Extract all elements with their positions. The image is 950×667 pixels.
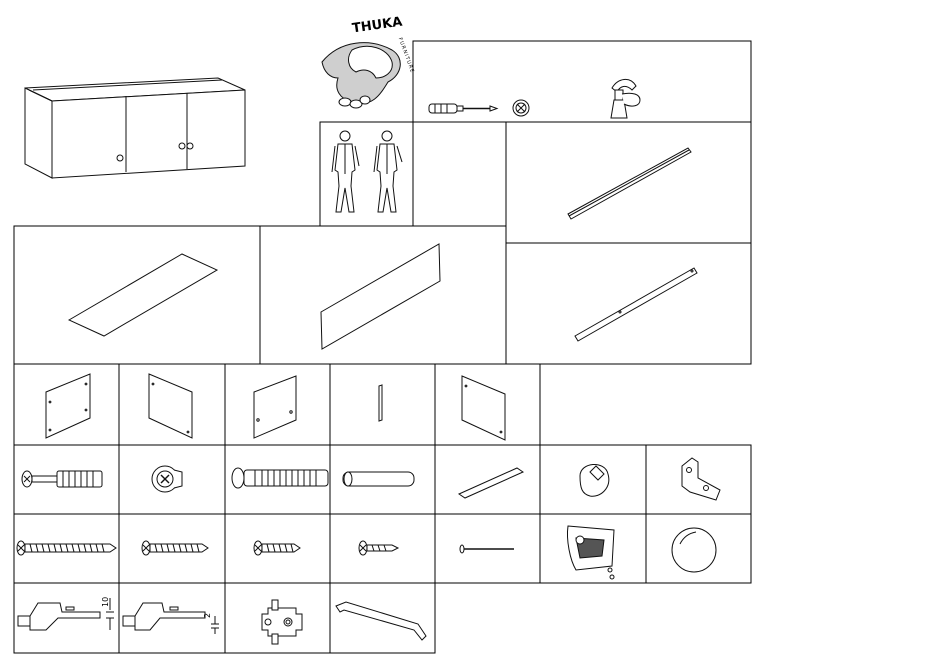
connector-bolt-icon	[232, 468, 328, 488]
hinge-arm-a-icon: 10	[18, 597, 114, 630]
long-screw-icon	[17, 541, 116, 555]
divider-panel	[254, 376, 296, 438]
brand-name: THUKA	[351, 15, 403, 37]
screwdriver-icon	[429, 104, 497, 113]
door-panel	[462, 376, 505, 440]
rail-part-b	[575, 268, 697, 341]
large-panel-top	[69, 254, 217, 336]
phillips-bit-icon	[513, 100, 529, 116]
hammer-icon	[611, 79, 640, 118]
allen-key-icon	[336, 602, 426, 640]
rail-part-a	[568, 148, 691, 219]
nail-icon	[460, 545, 514, 553]
hinge-a-dimension: 10	[101, 597, 110, 607]
cam-lock-icon	[152, 466, 182, 492]
large-panel-back	[321, 244, 440, 349]
shelf-support-icon	[580, 464, 609, 496]
hinge-b-dimension: 2	[203, 613, 212, 618]
thuka-logo: THUKA FURNITURE	[322, 15, 415, 108]
side-panel-b	[149, 374, 192, 438]
shelf-strip-icon	[459, 468, 523, 498]
wooden-dowel-icon	[343, 472, 414, 486]
hinge-arm-b-icon: 2	[123, 603, 219, 634]
side-panel-a	[46, 374, 90, 438]
narrow-strip-panel	[379, 385, 382, 421]
medium-screw-icon	[142, 541, 208, 555]
angle-bracket-icon	[682, 458, 720, 500]
cam-bolt-icon	[22, 471, 102, 487]
assembled-cabinet-illustration	[25, 78, 245, 178]
knob-icon	[672, 528, 716, 572]
two-person-assembly-icon	[332, 131, 402, 212]
felt-pad-sheet-icon	[567, 526, 614, 579]
small-screw-icon	[359, 541, 398, 555]
hinge-mounting-plate-icon	[262, 600, 302, 644]
short-screw-icon	[254, 541, 300, 555]
